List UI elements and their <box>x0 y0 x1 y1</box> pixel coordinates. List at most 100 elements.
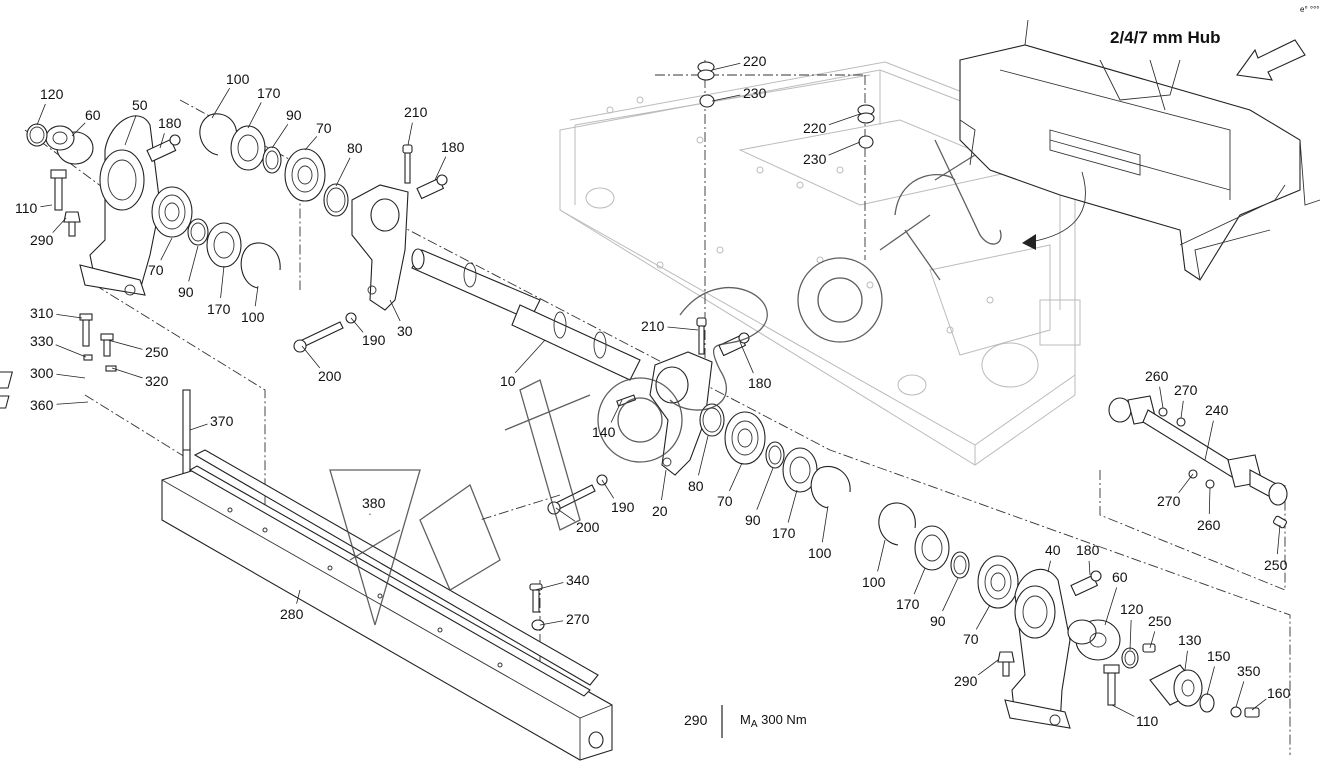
leader-line <box>434 156 447 181</box>
callout-70: 70 <box>963 631 979 647</box>
leader-line <box>111 367 143 379</box>
callout-270: 270 <box>1157 493 1181 509</box>
callout-250: 250 <box>1148 613 1172 629</box>
bearing-70-right <box>977 555 1019 609</box>
leader-line <box>913 567 926 595</box>
oring-80-left <box>323 183 349 217</box>
leader-line <box>335 157 351 187</box>
callout-70: 70 <box>148 262 164 278</box>
leader-line <box>977 659 999 676</box>
callout-40: 40 <box>1045 542 1061 558</box>
leader-line <box>1276 524 1281 555</box>
leader-line <box>56 313 83 319</box>
callout-170: 170 <box>772 525 796 541</box>
leader-line <box>254 285 259 307</box>
leader-line <box>52 217 67 233</box>
leader-line <box>1206 666 1215 696</box>
leader-line <box>1129 619 1132 651</box>
callout-120: 120 <box>1120 601 1144 617</box>
circlip-100-middle <box>810 466 851 509</box>
callout-230: 230 <box>743 85 767 101</box>
callout-330: 330 <box>30 333 54 349</box>
leader-line <box>220 265 225 299</box>
bolt-210-lower <box>696 317 707 355</box>
cardan-shaft-240 <box>1108 395 1288 506</box>
circlip-120-left <box>26 123 48 147</box>
callout-290: 290 <box>30 232 54 248</box>
flange-60-right <box>1067 619 1121 661</box>
leader-line <box>739 341 754 374</box>
leader-line <box>389 299 401 322</box>
callout-300: 300 <box>30 365 54 381</box>
callout-240: 240 <box>1205 402 1229 418</box>
bolt-110-right <box>1103 664 1120 706</box>
grease-nipple-180-left <box>146 134 181 163</box>
callout-270: 270 <box>566 611 590 627</box>
callout-120: 120 <box>40 86 64 102</box>
bracket-30 <box>351 184 409 311</box>
beam-280 <box>161 469 613 761</box>
circlip-100-left-lower <box>240 242 281 289</box>
leader-line <box>1251 698 1267 711</box>
leader-line <box>350 317 364 333</box>
left-bearing-housing-50 <box>79 115 161 296</box>
callout-60: 60 <box>1112 569 1128 585</box>
callout-230: 230 <box>803 151 827 167</box>
callout-170: 170 <box>207 301 231 317</box>
callout-100: 100 <box>862 574 886 590</box>
bolt-290-right <box>997 651 1015 677</box>
leader-line <box>756 467 774 510</box>
callout-130: 130 <box>1178 632 1202 648</box>
callout-190: 190 <box>611 499 635 515</box>
ring-90-left-lower <box>187 218 209 246</box>
leader-line <box>124 115 137 146</box>
corner-mark: e° °°° <box>1300 5 1319 14</box>
seal-170-right <box>914 525 950 571</box>
seal-170-left-lower <box>206 222 242 268</box>
curved-arrow-icon <box>1022 171 1086 250</box>
leader-line <box>304 136 318 151</box>
bolt-160 <box>1244 707 1260 718</box>
leader-line <box>71 122 86 137</box>
leader-line <box>56 373 86 379</box>
leader-line <box>667 326 699 331</box>
torque-ref-number: 290 <box>684 712 708 728</box>
seal-170-left-upper <box>230 125 266 171</box>
leader-line <box>1208 487 1211 515</box>
callout-90: 90 <box>930 613 946 629</box>
leader-line <box>55 344 87 358</box>
leader-line <box>821 505 829 543</box>
leader-line <box>107 339 143 350</box>
sensor-mount-300 <box>0 313 117 409</box>
oring-80-right <box>699 403 725 437</box>
hub-label: 2/4/7 mm Hub <box>1110 28 1221 47</box>
callout-320: 320 <box>145 373 169 389</box>
leader-line <box>1178 473 1194 494</box>
leader-line <box>698 435 709 476</box>
callout-20: 20 <box>652 503 668 519</box>
leader-line <box>36 103 46 126</box>
leader-line <box>877 539 886 572</box>
callout-290: 290 <box>954 673 978 689</box>
callout-210: 210 <box>404 104 428 120</box>
bearing-70-middle <box>724 411 766 465</box>
callout-260: 260 <box>1145 368 1169 384</box>
leader-line <box>828 113 861 126</box>
callout-60: 60 <box>85 107 101 123</box>
callout-70: 70 <box>316 120 332 136</box>
callout-280: 280 <box>280 606 304 622</box>
callout-370: 370 <box>210 413 234 429</box>
leader-line <box>514 339 546 374</box>
callout-10: 10 <box>500 373 516 389</box>
hub-arrow-icon <box>1236 39 1306 81</box>
callout-170: 170 <box>257 85 281 101</box>
callout-310: 310 <box>30 305 54 321</box>
leader-line <box>601 479 615 499</box>
leader-line <box>211 87 230 119</box>
bolt-250-right <box>1142 643 1156 653</box>
callout-220: 220 <box>743 53 767 69</box>
callout-70: 70 <box>717 493 733 509</box>
callout-labels: 120 60 50 180 100 170 90 70 80 210 180 1… <box>15 53 1291 729</box>
leader-line <box>407 122 413 146</box>
